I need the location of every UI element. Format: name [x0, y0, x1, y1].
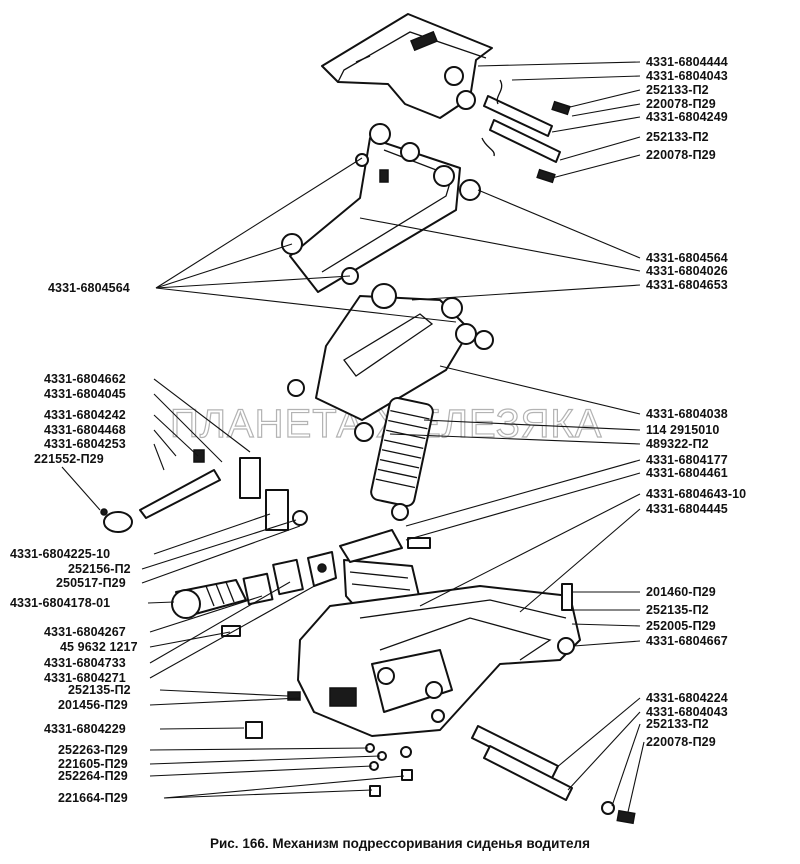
- label-right-20: 252005-П29: [646, 619, 716, 633]
- adjust-lever-handle: [100, 449, 308, 533]
- label-left-4: 4331-6804242: [44, 408, 126, 422]
- label-right-22: 4331-6804224: [646, 691, 728, 705]
- label-right-1: 4331-6804444: [646, 55, 728, 69]
- label-left-7: 221552-П29: [34, 452, 104, 466]
- label-right-8: 4331-6804564: [646, 251, 728, 265]
- label-left-19: 252263-П29: [58, 743, 128, 757]
- height-adjust-plate: [339, 529, 475, 653]
- label-right-17: 4331-6804445: [646, 502, 728, 516]
- label-right-12: 114 2915010: [646, 423, 719, 437]
- label-left-15: 4331-6804271: [44, 671, 126, 685]
- label-left-6: 4331-6804253: [44, 437, 126, 451]
- label-right-9: 4331-6804026: [646, 264, 728, 278]
- label-left-9: 252156-П2: [68, 562, 131, 576]
- label-right-24: 252133-П2: [646, 717, 709, 731]
- label-left-12: 4331-6804267: [44, 625, 126, 639]
- label-right-6: 252133-П2: [646, 130, 709, 144]
- label-right-10: 4331-6804653: [646, 278, 728, 292]
- leader-lines: [61, 61, 645, 813]
- label-left-10: 250517-П29: [56, 576, 126, 590]
- pins-upper: [481, 79, 571, 184]
- label-right-13: 489322-П2: [646, 437, 709, 451]
- label-left-14: 4331-6804733: [44, 656, 126, 670]
- label-left-22: 221664-П29: [58, 791, 128, 805]
- label-right-14: 4331-6804177: [646, 453, 728, 467]
- label-right-2: 4331-6804043: [646, 69, 728, 83]
- lower-scissor-arm: [287, 283, 494, 442]
- label-right-21: 4331-6804667: [646, 634, 728, 648]
- label-left-5: 4331-6804468: [44, 423, 126, 437]
- label-right-25: 220078-П29: [646, 735, 716, 749]
- label-left-21: 252264-П29: [58, 769, 128, 783]
- label-left-1: 4331-6804564: [48, 281, 130, 295]
- lower-pins-and-bolts: [245, 691, 636, 825]
- base-frame: [297, 583, 581, 737]
- adjust-knob-and-cam: [171, 551, 337, 637]
- label-left-13: 45 9632 1217: [60, 640, 138, 654]
- label-left-3: 4331-6804045: [44, 387, 126, 401]
- label-right-15: 4331-6804461: [646, 466, 728, 480]
- label-right-11: 4331-6804038: [646, 407, 728, 421]
- label-left-18: 4331-6804229: [44, 722, 126, 736]
- right-labels: 4331-6804444 4331-6804043 252133-П2 2200…: [646, 55, 746, 749]
- label-left-8: 4331-6804225-10: [10, 547, 110, 561]
- shock-absorber-spring: [370, 397, 434, 521]
- label-right-23: 4331-6804043: [646, 705, 728, 719]
- label-left-16: 252135-П2: [68, 683, 131, 697]
- label-right-4: 220078-П29: [646, 97, 716, 111]
- label-right-19: 252135-П2: [646, 603, 709, 617]
- label-left-20: 221605-П29: [58, 757, 128, 771]
- label-right-16: 4331-6804643-10: [646, 487, 746, 501]
- label-right-18: 201460-П29: [646, 585, 716, 599]
- label-right-3: 252133-П2: [646, 83, 709, 97]
- upper-scissor-arm: [281, 123, 481, 293]
- label-right-5: 4331-6804249: [646, 110, 728, 124]
- figure-caption: Рис. 166. Механизм подрессоривания сиден…: [210, 836, 590, 851]
- seat-mount-bracket: [321, 13, 493, 119]
- label-right-7: 220078-П29: [646, 148, 716, 162]
- label-left-2: 4331-6804662: [44, 372, 126, 386]
- label-left-11: 4331-6804178-01: [10, 596, 110, 610]
- left-labels: 4331-6804564 4331-6804662 4331-6804045 4…: [10, 281, 138, 805]
- label-left-17: 201456-П29: [58, 698, 128, 712]
